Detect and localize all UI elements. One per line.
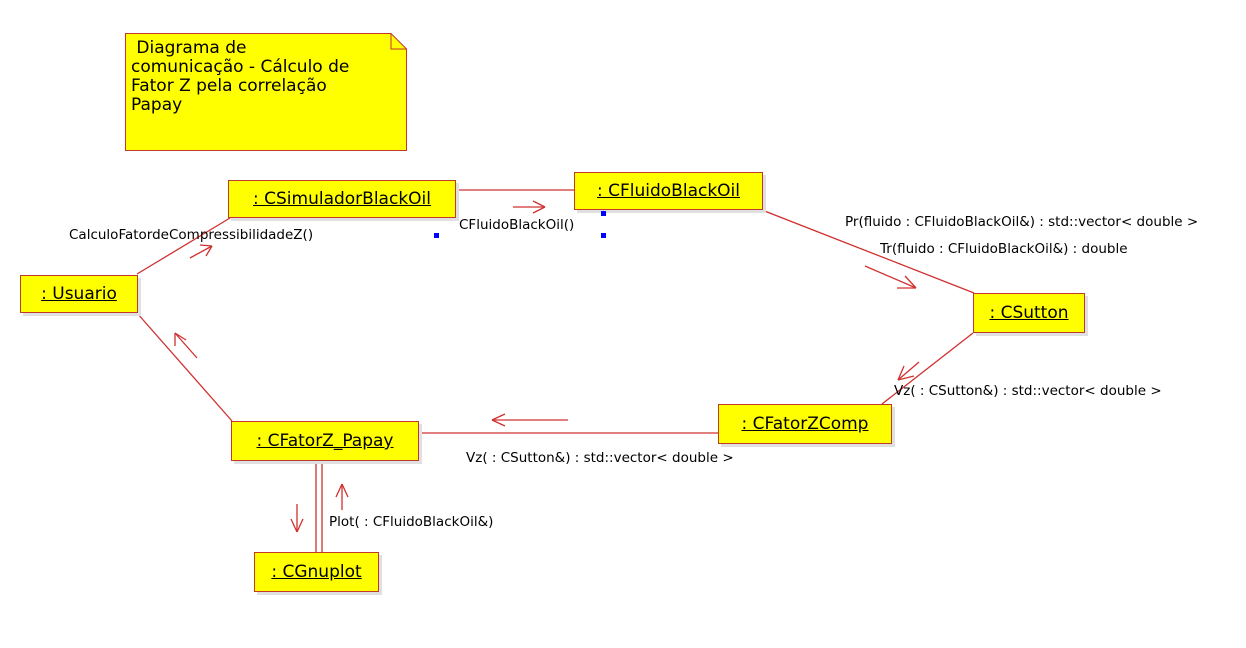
object-fluido[interactable]: : CFluidoBlackOil — [574, 172, 763, 210]
object-fatorzcomp[interactable]: : CFatorZComp — [718, 404, 892, 444]
note-line: comunicação - Cálculo de — [131, 57, 350, 77]
arrow-fluido-ctor — [513, 200, 546, 214]
message-plot-label[interactable]: Plot( : CFluidoBlackOil&) — [329, 514, 494, 530]
note-text: Diagrama de comunicação - Cálculo de Fat… — [131, 39, 393, 115]
message-tr-label[interactable]: Tr(fluido : CFluidoBlackOil&) : double — [880, 241, 1128, 257]
selection-handle[interactable] — [601, 233, 606, 238]
arrow-vz2 — [491, 413, 568, 427]
message-fluido-ctor-label[interactable]: CFluidoBlackOil() — [459, 217, 575, 233]
message-vz1-label[interactable]: Vz( : CSutton&) : std::vector< double > — [894, 383, 1162, 399]
link-fluido-sutton — [761, 209, 975, 294]
message-calc-label[interactable]: CalculoFatordeCompressibilidadeZ() — [69, 227, 314, 243]
link-usuario-simulador — [136, 217, 231, 275]
arrow-plot-up — [335, 483, 349, 510]
object-papay[interactable]: : CFatorZ_Papay — [231, 421, 419, 461]
note-line: Papay — [131, 95, 183, 115]
link-sutton-fatorzcomp — [881, 332, 974, 405]
arrow-calc — [189, 244, 213, 259]
diagram-note[interactable]: Diagrama de comunicação - Cálculo de Fat… — [125, 33, 407, 151]
object-simulador[interactable]: : CSimuladorBlackOil — [228, 180, 456, 218]
message-pr-label[interactable]: Pr(fluido : CFluidoBlackOil&) : std::vec… — [845, 214, 1199, 230]
arrow-plot-down — [290, 504, 304, 533]
selection-handle[interactable] — [434, 233, 439, 238]
note-line: Fator Z pela correlação — [131, 76, 327, 96]
message-vz2-label[interactable]: Vz( : CSutton&) : std::vector< double > — [466, 450, 734, 466]
arrow-return-usuario — [174, 332, 198, 359]
link-papay-usuario — [136, 312, 233, 422]
note-shape — [125, 33, 407, 151]
object-usuario[interactable]: : Usuario — [20, 275, 138, 313]
selection-handle[interactable] — [601, 211, 606, 216]
object-sutton[interactable]: : CSutton — [973, 293, 1085, 333]
arrow-pr-tr — [864, 265, 917, 289]
note-line: Diagrama de — [131, 38, 247, 58]
object-gnuplot[interactable]: : CGnuplot — [254, 552, 379, 592]
arrow-vz1 — [897, 361, 920, 381]
